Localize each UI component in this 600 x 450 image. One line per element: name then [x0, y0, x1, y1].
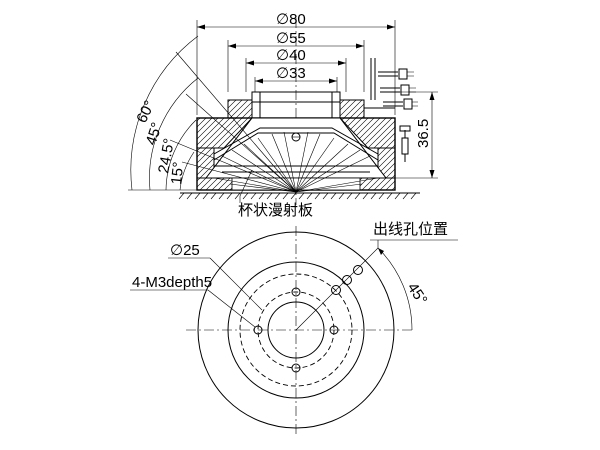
angle-24-5-label: 24.5° [155, 137, 178, 175]
dim-d40-label: ∅40 [276, 47, 306, 64]
dim-h36-5-label: 36.5 [415, 119, 432, 148]
angle-45-arc [377, 247, 413, 331]
outlet-axis [295, 247, 379, 331]
dim-d80-label: ∅80 [276, 11, 306, 28]
top-collar [227, 91, 365, 119]
plan-angle-45-label: 45° [404, 280, 431, 308]
angle-60-label: 60° [133, 98, 158, 126]
main-body [196, 117, 396, 191]
mount-hole-left [253, 325, 263, 335]
mount-hole-top [291, 287, 301, 297]
dim-d40: ∅40 [246, 47, 346, 66]
outlet-label: 出线孔位置 [373, 220, 448, 238]
work-surface [178, 192, 420, 200]
cup-diffuser [213, 127, 379, 173]
hole-spec-label: 4-M3depth5 [132, 274, 212, 291]
aperture-circle [267, 301, 325, 359]
hole-spec-callout: 4-M3depth5 [130, 274, 256, 328]
outlet-hole-2 [342, 275, 352, 285]
d25-callout: ∅25 [168, 242, 263, 311]
angle-dimensions: 60° 45° 24.5° 15° [128, 35, 297, 193]
inner-dashed-circle [257, 291, 335, 369]
diffuser-callout: 杯状漫射板 [238, 169, 313, 219]
d25-label: ∅25 [170, 242, 200, 259]
section-view: ∅80 ∅55 ∅40 ∅33 [128, 11, 438, 219]
mount-hole-right [329, 325, 339, 335]
mount-hole-bottom [291, 363, 301, 373]
dim-d80: ∅80 [197, 11, 395, 30]
outlet-hole-1 [331, 285, 341, 295]
outlet-hole-3 [353, 265, 363, 275]
angle-15-label: 15° [168, 161, 187, 185]
body-circle [227, 261, 365, 399]
plan-view: 45° 出线孔位置 ∅25 4-M3depth5 [130, 220, 458, 434]
dim-d55-label: ∅55 [276, 30, 306, 47]
light-rays [213, 131, 379, 193]
dim-d33: ∅33 [255, 65, 337, 84]
outlet-callout: 出线孔位置 [370, 220, 458, 248]
angle-45-label: 45° [143, 120, 166, 147]
outer-circle [197, 231, 395, 429]
bolt-circle [239, 273, 353, 387]
dim-h36-5: 36.5 [395, 91, 438, 179]
dim-d33-label: ∅33 [276, 65, 306, 82]
diffuser-label: 杯状漫射板 [238, 201, 313, 219]
cable-connectors [364, 58, 418, 162]
dim-d55: ∅55 [228, 30, 364, 49]
